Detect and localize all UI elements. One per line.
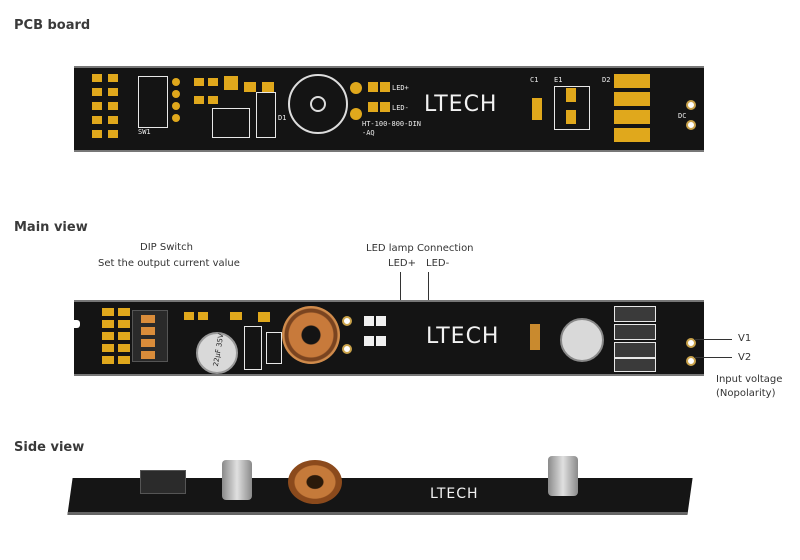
- inductor-footprint: [288, 74, 348, 134]
- silk-rev: -AQ: [362, 129, 375, 137]
- dip-switch-label: DIP Switch: [140, 242, 193, 253]
- side-toroid: [288, 460, 342, 504]
- silk-led-plus: LED+: [392, 84, 409, 92]
- led-connection-label: LED lamp Connection: [366, 243, 474, 254]
- side-brand-logo: LTECH: [430, 486, 479, 502]
- toroid-inductor: [282, 306, 340, 364]
- silk-dc: DC: [678, 112, 687, 120]
- pcb-board-title: PCB board: [14, 18, 91, 33]
- pcb-board-image: SW1 D1 LED+ LED- HT-100-800-DIN -AQ LTEC…: [74, 66, 704, 152]
- led-plus-label: LED+: [388, 258, 416, 269]
- no-polarity-label: (Nopolarity): [716, 388, 776, 399]
- capacitor-e2: 22µF 35V: [196, 332, 238, 374]
- capacitor-label: 22µF 35V: [211, 332, 226, 368]
- v2-label: V2: [738, 352, 752, 363]
- silk-e1: E1: [554, 76, 563, 84]
- main-view-board: 22µF 35V LTECH: [70, 300, 704, 376]
- capacitor-e1: [560, 318, 604, 362]
- input-voltage-label: Input voltage: [716, 374, 783, 385]
- side-capacitor-e1: [548, 456, 578, 496]
- main-view-title: Main view: [14, 220, 88, 235]
- dip-switch: [132, 310, 168, 362]
- silk-model: HT-100-800-DIN: [362, 120, 422, 128]
- dip-switch-desc: Set the output current value: [98, 258, 240, 269]
- silk-sw1: SW1: [138, 128, 151, 136]
- board-brand-logo: LTECH: [424, 92, 498, 117]
- side-dip-switch: [140, 470, 186, 494]
- main-brand-logo: LTECH: [426, 324, 500, 349]
- side-capacitor-e2: [222, 460, 252, 500]
- led-minus-label: LED-: [426, 258, 450, 269]
- silk-c1: C1: [530, 76, 539, 84]
- silk-led-minus: LED-: [392, 104, 409, 112]
- silk-d1: D1: [278, 114, 287, 122]
- side-view-title: Side view: [14, 440, 85, 455]
- v1-label: V1: [738, 333, 752, 344]
